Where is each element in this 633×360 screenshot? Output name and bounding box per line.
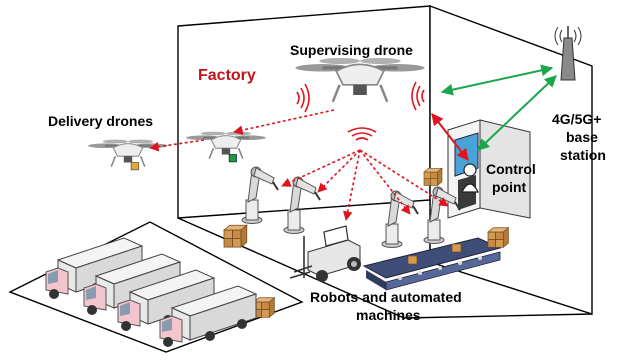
box-stack-icon — [223, 224, 248, 248]
base-station-label-line1: 4G/5G+ — [552, 111, 601, 127]
supervising-drone-label: Supervising drone — [290, 42, 413, 58]
delivery-drones-label: Delivery drones — [48, 113, 153, 129]
control-point-label-line2: point — [492, 179, 527, 195]
drone-to-delivery-links — [149, 109, 335, 152]
forklift-icon — [289, 225, 361, 282]
parcel-icon — [423, 167, 443, 186]
box-stack-icon — [487, 227, 509, 248]
operator-at-desk-icon — [461, 163, 479, 193]
base-station-label-line3: station — [560, 147, 606, 163]
control-tower-link — [477, 75, 557, 151]
conveyor-belt-icon — [362, 237, 502, 291]
robots-label-line1: Robots and automated — [310, 289, 462, 305]
cell-tower-icon — [554, 26, 582, 81]
drone-control-link — [431, 113, 469, 161]
delivery-drone-icon — [185, 130, 267, 163]
factory-label: Factory — [198, 67, 256, 84]
delivery-drone-icon — [87, 138, 169, 171]
drone-to-machine-links — [281, 149, 449, 221]
base-station-label-line2: base — [566, 129, 598, 145]
box-stack-icon — [253, 297, 275, 318]
control-point-label-line1: Control — [486, 161, 536, 177]
robots-label-line2: machines — [356, 307, 421, 323]
